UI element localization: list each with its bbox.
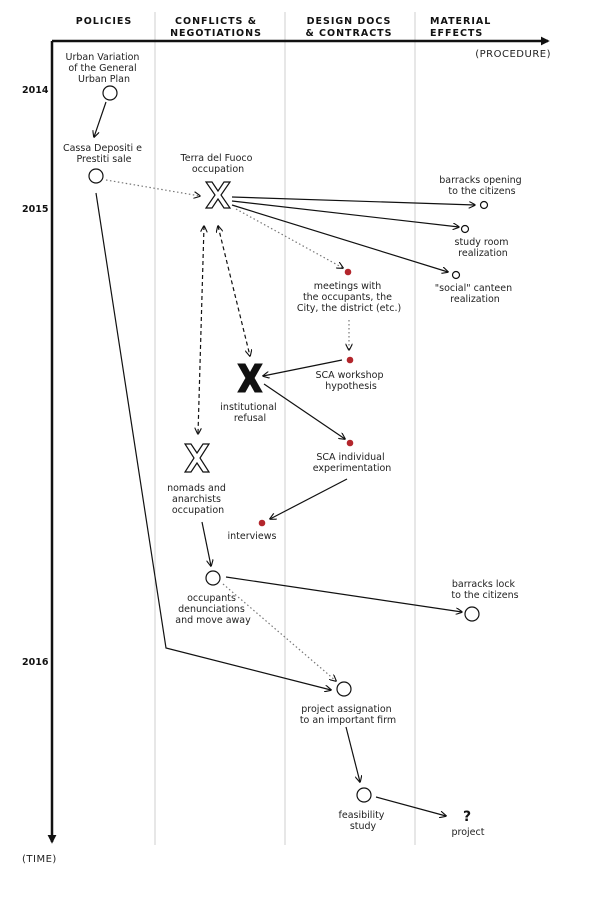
label-urban-variation: Urban Variation of the General Urban Pla… xyxy=(66,52,143,85)
label-study-room: study room realization xyxy=(455,237,512,259)
time-axis-label: (TIME) xyxy=(22,854,57,865)
edge-workshop-to-refusal xyxy=(263,359,343,376)
node-sca-individual xyxy=(346,439,354,447)
header-material-line2: EFFECTS xyxy=(430,28,483,39)
year-2014: 2014 xyxy=(22,85,49,96)
project-question-mark: ? xyxy=(463,809,471,825)
node-sca-workshop xyxy=(346,356,354,364)
label-barracks-lock: barracks lock to the citizens xyxy=(451,579,518,601)
year-2015: 2015 xyxy=(22,204,48,215)
label-project: project xyxy=(452,827,485,838)
node-barracks-opening xyxy=(479,200,489,210)
node-cdp-sale xyxy=(88,168,104,184)
year-2016: 2016 xyxy=(22,657,49,668)
node-study-room xyxy=(460,224,470,234)
header-conflicts-line2: NEGOTIATIONS xyxy=(170,28,262,39)
edge-terra-nomads-bidirectional xyxy=(198,226,204,434)
node-feasibility xyxy=(356,787,372,803)
header-design-line2: & CONTRACTS xyxy=(305,28,392,39)
label-cdp-sale: Cassa Depositi e Prestiti sale xyxy=(63,143,145,165)
label-meetings: meetings with the occupants, the City, t… xyxy=(297,281,401,314)
edge-refusal-to-individual xyxy=(263,383,345,439)
node-urban-variation xyxy=(102,85,118,101)
edge-individual-to-interviews xyxy=(270,478,348,519)
edge-sale-to-project-assignation xyxy=(95,192,331,690)
node-occupants-denunciations xyxy=(205,570,221,586)
edge-variation-to-sale xyxy=(94,101,107,137)
edge-occupants-to-barracks-lock xyxy=(225,576,462,612)
occupation-x-icon xyxy=(204,181,232,209)
label-feasibility: feasibility study xyxy=(339,810,388,832)
node-social-canteen xyxy=(451,270,461,280)
edge-terra-to-meetings xyxy=(235,208,343,268)
refusal-x-icon xyxy=(237,363,263,393)
label-nomads: nomads and anarchists occupation xyxy=(167,483,229,516)
node-interviews xyxy=(258,519,266,527)
header-conflicts-line1: CONFLICTS & xyxy=(175,16,257,27)
edge-terra-to-study-room xyxy=(231,200,459,227)
label-project-assignation: project assignation to an important firm xyxy=(300,704,396,726)
edge-terra-refusal-bidirectional xyxy=(218,226,250,356)
edge-sale-to-terra xyxy=(105,179,200,196)
edge-feasibility-to-project xyxy=(375,796,446,816)
label-sca-workshop: SCA workshop hypothesis xyxy=(315,370,386,392)
label-social-canteen: "social" canteen realization xyxy=(435,283,515,305)
label-sca-individual: SCA individual experimentation xyxy=(313,452,392,474)
header-policies: POLICIES xyxy=(76,16,132,27)
header-design-line1: DESIGN DOCS xyxy=(307,16,392,27)
node-project-assignation xyxy=(336,681,352,697)
edge-assignation-to-feasibility xyxy=(345,726,360,782)
label-occupants-denunciations: occupants denunciations and move away xyxy=(175,593,251,626)
header-material-line1: MATERIAL xyxy=(430,16,491,27)
label-barracks-opening: barracks opening to the citizens xyxy=(439,175,524,197)
procedure-axis-label: (PROCEDURE) xyxy=(475,49,551,60)
edge-terra-to-canteen xyxy=(231,204,448,272)
label-institutional-refusal: institutional refusal xyxy=(220,402,279,424)
node-barracks-lock xyxy=(464,606,480,622)
node-meetings xyxy=(344,268,352,276)
edge-nomads-to-occupants xyxy=(201,521,211,566)
label-terra-del-fuoco: Terra del Fuoco occupation xyxy=(180,153,256,175)
edge-terra-to-barracks-opening xyxy=(231,196,475,205)
edge-occupants-to-project-assignation xyxy=(222,583,336,681)
nomads-x-icon xyxy=(183,443,211,473)
label-interviews: interviews xyxy=(228,531,277,542)
